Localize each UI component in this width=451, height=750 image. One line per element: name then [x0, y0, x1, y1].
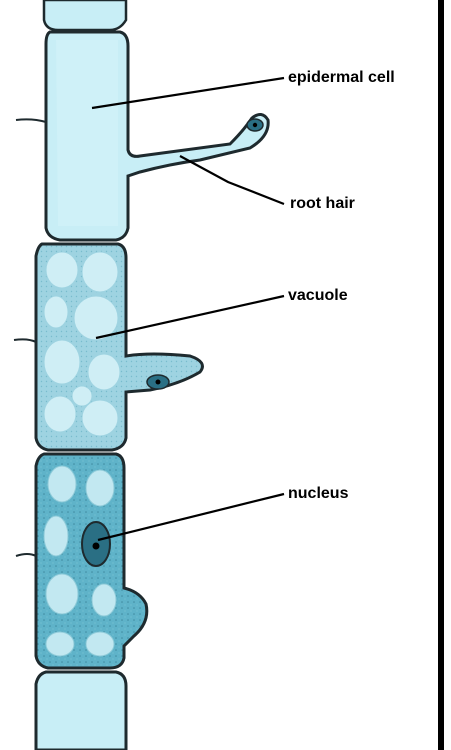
label-epidermal-cell: epidermal cell — [288, 69, 395, 86]
bottom-cell-stub — [36, 672, 126, 750]
leader-nucleus — [98, 494, 284, 540]
epidermal-cell-1 — [16, 32, 268, 240]
top-cell-stub — [44, 0, 126, 30]
label-root-hair: root hair — [290, 195, 355, 212]
label-nucleus: nucleus — [288, 485, 349, 502]
young-cell-3 — [16, 454, 147, 668]
vacuolated-cell-2 — [14, 244, 202, 450]
leader-root-hair — [180, 156, 284, 204]
right-frame-border — [438, 0, 444, 750]
label-vacuole: vacuole — [288, 287, 348, 304]
